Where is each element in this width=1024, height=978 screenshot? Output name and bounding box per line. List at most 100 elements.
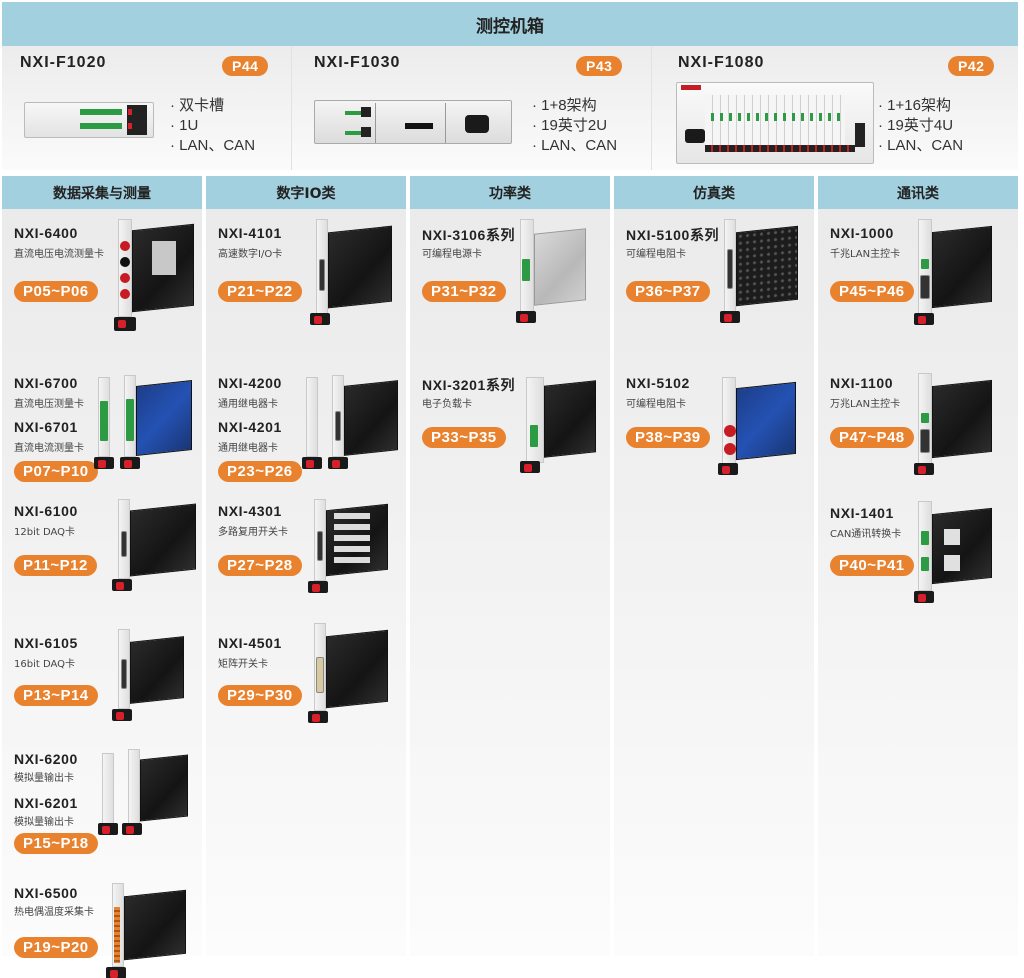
product-item[interactable]: NXI-4501 矩阵开关卡 P29~P30 (206, 623, 406, 739)
product-model: NXI-6201 (14, 795, 78, 811)
category-digital-io: 数字IO类 NXI-4101 高速数字I/O卡 P21~P22 NXI-4200… (206, 176, 406, 956)
product-item[interactable]: NXI-6105 16bit DAQ卡 P13~P14 (2, 629, 202, 739)
feature: 19英寸2U (532, 116, 617, 136)
product-desc: 通用继电器卡 (218, 443, 278, 454)
category-simulation: 仿真类 NXI-5100系列 可编程电阻卡 P36~P37 NXI-5102 可… (614, 176, 814, 956)
page-badge[interactable]: P07~P10 (14, 461, 98, 482)
page-badge[interactable]: P47~P48 (830, 427, 914, 448)
product-item[interactable]: NXI-3106系列 可编程电源卡 P31~P32 (410, 219, 610, 333)
product-desc: 千兆LAN主控卡 (830, 249, 901, 260)
product-model: NXI-6500 (14, 885, 78, 901)
category-title: 功率类 (489, 185, 531, 202)
page-badge[interactable]: P27~P28 (218, 555, 302, 576)
product-desc: 热电偶温度采集卡 (14, 907, 94, 918)
page-badge[interactable]: P13~P14 (14, 685, 98, 706)
chassis-features: 双卡槽 1U LAN、CAN (170, 96, 255, 156)
chassis-item[interactable]: NXI-F1020 P44 双卡槽 1U LAN、CAN (2, 46, 292, 170)
product-desc: 直流电压电流测量卡 (14, 249, 104, 260)
chassis-item[interactable]: NXI-F1080 P42 1+16架构 19英寸4U LAN、CAN (652, 46, 1018, 170)
product-item[interactable]: NXI-6700 直流电压测量卡 NXI-6701 直流电流测量卡 P07~P1… (2, 351, 202, 482)
product-item[interactable]: NXI-5102 可编程电阻卡 P38~P39 (614, 359, 814, 479)
product-model: NXI-1100 (830, 375, 894, 391)
product-model: NXI-3106系列 (422, 227, 516, 243)
chassis-image (676, 82, 874, 164)
page-badge[interactable]: P21~P22 (218, 281, 302, 302)
category-title: 仿真类 (693, 185, 735, 202)
product-item[interactable]: NXI-3201系列 电子负载卡 P33~P35 (410, 359, 610, 479)
product-item[interactable]: NXI-4301 多路复用开关卡 P27~P28 (206, 499, 406, 609)
product-model: NXI-4201 (218, 419, 282, 435)
feature: 1U (170, 116, 255, 136)
product-desc: CAN通讯转换卡 (830, 529, 902, 540)
product-model: NXI-3201系列 (422, 377, 516, 393)
product-desc: 矩阵开关卡 (218, 659, 268, 670)
product-item[interactable]: NXI-1000 千兆LAN主控卡 P45~P46 (818, 219, 1018, 333)
chassis-image (24, 102, 154, 138)
page-badge[interactable]: P43 (576, 56, 623, 76)
product-model: NXI-1000 (830, 225, 894, 241)
product-item[interactable]: NXI-4200 通用继电器卡 NXI-4201 通用继电器卡 P23~P26 (206, 351, 406, 482)
product-item[interactable]: NXI-6200 模拟量输出卡 NXI-6201 模拟量输出卡 P15~P18 (2, 749, 202, 869)
product-item[interactable]: NXI-6500 热电偶温度采集卡 P19~P20 (2, 883, 202, 978)
product-desc: 通用继电器卡 (218, 399, 278, 410)
page-badge[interactable]: P40~P41 (830, 555, 914, 576)
page-badge[interactable]: P05~P06 (14, 281, 98, 302)
feature: 19英寸4U (878, 116, 963, 136)
section-header-chassis: 测控机箱 (2, 2, 1018, 46)
product-item[interactable]: NXI-4101 高速数字I/O卡 P21~P22 (206, 219, 406, 333)
product-model: NXI-6700 (14, 375, 78, 391)
page-badge[interactable]: P45~P46 (830, 281, 914, 302)
chassis-image (314, 100, 512, 144)
product-model: NXI-1401 (830, 505, 894, 521)
chassis-model: NXI-F1030 (314, 54, 401, 71)
category-header: 数字IO类 (206, 176, 406, 209)
category-power: 功率类 NXI-3106系列 可编程电源卡 P31~P32 NXI-3201系列… (410, 176, 610, 956)
feature: 1+8架构 (532, 96, 617, 116)
chassis-model: NXI-F1080 (678, 54, 765, 71)
page-badge[interactable]: P31~P32 (422, 281, 506, 302)
product-item[interactable]: NXI-6400 直流电压电流测量卡 P05~P06 (2, 219, 202, 333)
feature: LAN、CAN (170, 136, 255, 156)
product-desc: 直流电压测量卡 (14, 399, 84, 410)
category-columns: 数据采集与测量 NXI-6400 直流电压电流测量卡 P05~P06 NXI- (2, 176, 1018, 978)
page-badge[interactable]: P29~P30 (218, 685, 302, 706)
page-badge[interactable]: P38~P39 (626, 427, 710, 448)
product-model: NXI-6701 (14, 419, 78, 435)
chassis-row: NXI-F1020 P44 双卡槽 1U LAN、CAN NXI-F1030 P… (2, 46, 1018, 170)
product-desc: 高速数字I/O卡 (218, 249, 283, 260)
chassis-features: 1+8架构 19英寸2U LAN、CAN (532, 96, 617, 156)
page-badge[interactable]: P33~P35 (422, 427, 506, 448)
page-badge[interactable]: P42 (948, 56, 995, 76)
product-item[interactable]: NXI-1401 CAN通讯转换卡 P40~P41 (818, 489, 1018, 609)
page-badge[interactable]: P23~P26 (218, 461, 302, 482)
product-model: NXI-5100系列 (626, 227, 720, 243)
product-desc: 可编程电源卡 (422, 249, 482, 260)
product-desc: 电子负载卡 (422, 399, 472, 410)
page-badge[interactable]: P15~P18 (14, 833, 98, 854)
page-badge[interactable]: P36~P37 (626, 281, 710, 302)
feature: 双卡槽 (170, 96, 255, 116)
product-desc: 万兆LAN主控卡 (830, 399, 901, 410)
feature: LAN、CAN (532, 136, 617, 156)
product-model: NXI-4501 (218, 635, 282, 651)
product-item[interactable]: NXI-1100 万兆LAN主控卡 P47~P48 (818, 359, 1018, 479)
page-badge[interactable]: P44 (222, 56, 269, 76)
page-badge[interactable]: P19~P20 (14, 937, 98, 958)
product-item[interactable]: NXI-5100系列 可编程电阻卡 P36~P37 (614, 219, 814, 333)
product-model: NXI-6400 (14, 225, 78, 241)
product-desc: 可编程电阻卡 (626, 249, 686, 260)
product-model: NXI-4200 (218, 375, 282, 391)
product-model: NXI-4101 (218, 225, 282, 241)
product-desc: 多路复用开关卡 (218, 527, 288, 538)
category-title: 数字IO类 (276, 185, 336, 202)
chassis-model: NXI-F1020 (20, 54, 107, 71)
page-badge[interactable]: P11~P12 (14, 555, 97, 576)
product-model: NXI-6105 (14, 635, 78, 651)
category-header: 仿真类 (614, 176, 814, 209)
chassis-item[interactable]: NXI-F1030 P43 1+8架构 19英寸2U LAN、CAN (292, 46, 652, 170)
product-model: NXI-5102 (626, 375, 690, 391)
chassis-features: 1+16架构 19英寸4U LAN、CAN (878, 96, 963, 156)
section-title: 测控机箱 (476, 16, 544, 37)
product-item[interactable]: NXI-6100 12bit DAQ卡 P11~P12 (2, 499, 202, 609)
category-header: 通讯类 (818, 176, 1018, 209)
